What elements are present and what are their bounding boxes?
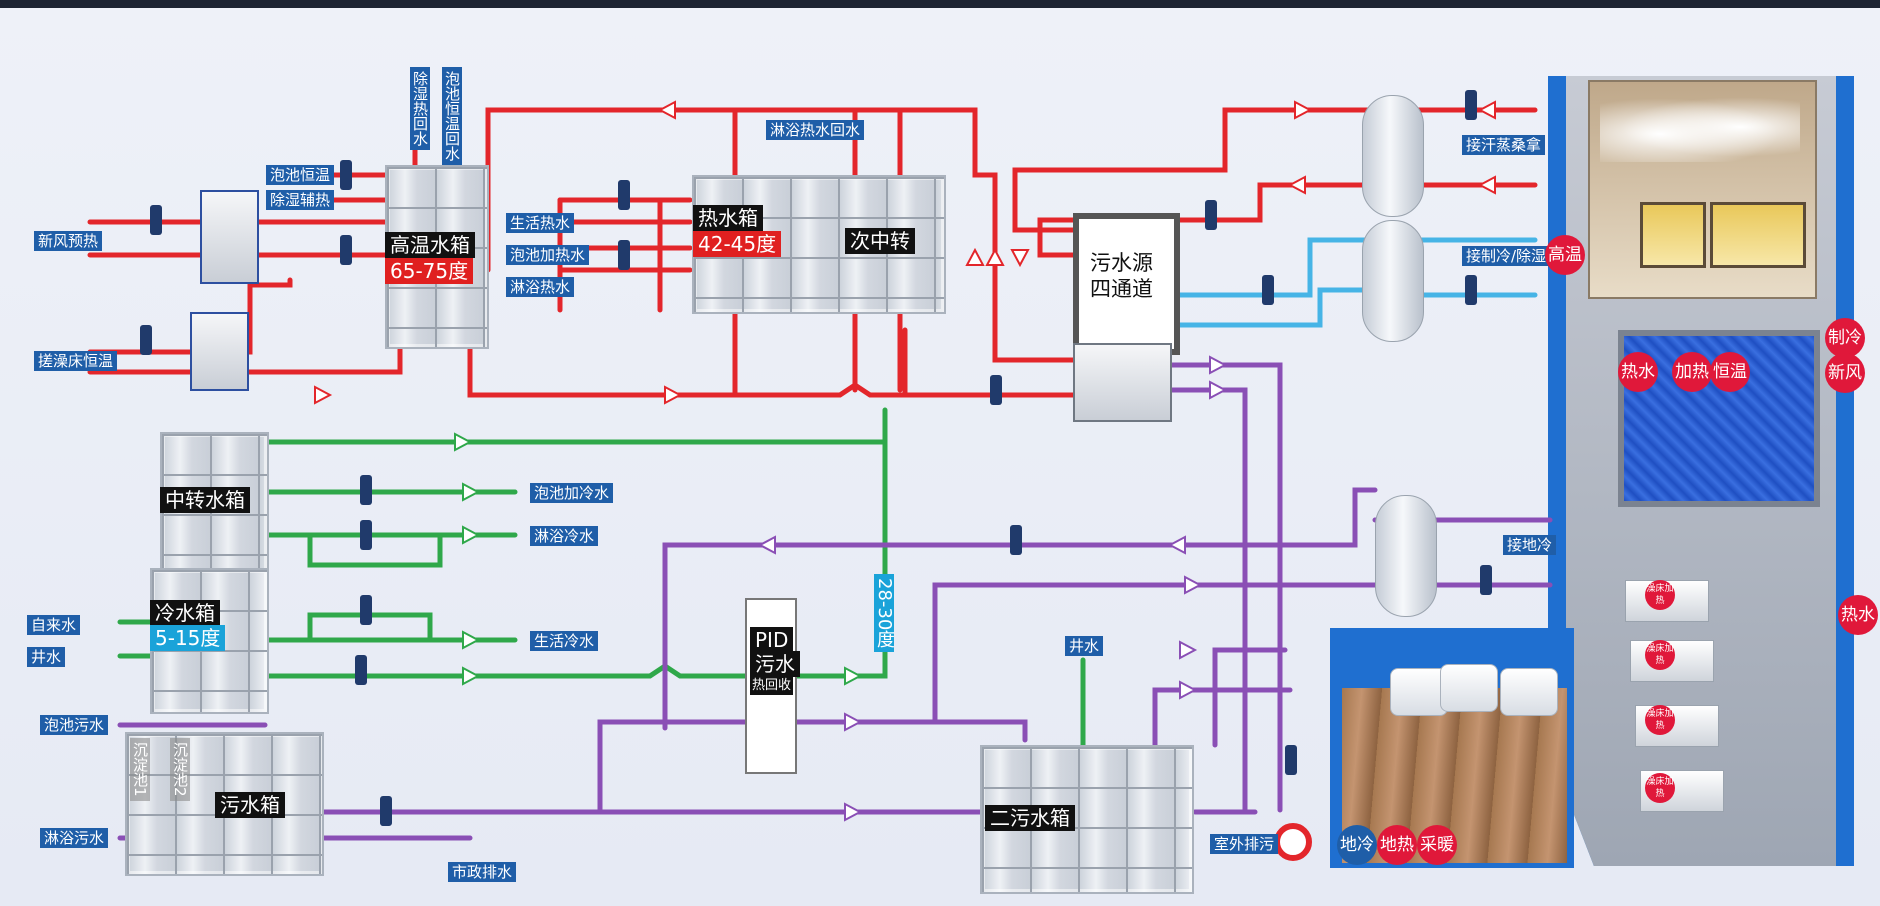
label-floor-cool: 接地冷 [1503,535,1557,555]
label-shower-sewage: 淋浴污水 [40,828,109,848]
label-bed-const: 搓澡床恒温 [34,351,118,371]
pump-icon [340,160,352,190]
sofa-icon [1440,664,1498,712]
label-well-water-2: 井水 [1065,636,1104,656]
sewage-tank-name: 污水箱 [215,792,285,818]
badge-bed-heat: 澡床加热 [1645,580,1675,610]
sauna-window [1710,202,1806,268]
pump-icon [1465,90,1477,120]
pump-icon [1480,565,1492,595]
label-pool-add-cold: 泡池加冷水 [530,483,614,503]
label-pool-add-hot: 泡池加热水 [506,245,590,265]
label-pool-const: 泡池恒温 [266,165,335,185]
high-temp-tank-name: 高温水箱 [385,232,475,258]
label-municipal-drain: 市政排水 [448,862,517,882]
label-outdoor-drain: 室外排污 [1210,834,1279,854]
plate-exchanger [200,190,259,284]
pump-icon [380,796,392,826]
badge-bed-heat: 澡床加热 [1645,705,1675,735]
badge-bed-heat: 澡床加热 [1645,773,1675,803]
pump-icon [618,240,630,270]
badge-bed-heat: 澡床加热 [1645,640,1675,670]
pump-icon [360,475,372,505]
sofa-icon [1500,668,1558,716]
label-sauna: 接汗蒸桑拿 [1462,135,1546,155]
heat-pump-line2: 四通道 [1085,276,1158,302]
pump-icon [360,595,372,625]
label-temp-28-30: 28-30度 [874,574,895,653]
waste-pipes [117,362,1553,841]
badge-const-temp: 恒温 [1710,352,1750,392]
sauna-room [1588,80,1817,299]
pump-icon [355,655,367,685]
plate-exchanger [190,312,249,391]
heat-pump-line1: 污水源 [1085,250,1158,276]
pressure-vessel [1375,495,1437,617]
drain-ring [1274,823,1312,861]
label-dehumid-aux: 除湿辅热 [266,190,335,210]
label-life-hot: 生活热水 [506,213,575,233]
pressure-vessel [1362,220,1424,342]
badge-high-temp: 高温 [1545,235,1585,275]
transfer2-tank-name: 次中转 [845,228,915,254]
label-pool-sewage: 泡池污水 [40,715,109,735]
sewage2-tank-name: 二污水箱 [985,805,1075,831]
label-cool-dehumid: 接制冷/除湿 [1462,246,1551,266]
pump-icon [1465,275,1477,305]
label-tap-water: 自来水 [27,615,81,635]
mid-transfer-tank-name: 中转水箱 [160,487,250,513]
label-shower-hot: 淋浴热水 [506,277,575,297]
steam-icon [1600,92,1800,162]
label-dehumid-return: 除湿热回水 [410,67,430,150]
label-shower-cold: 淋浴冷水 [530,526,599,546]
heat-pump-unit [1073,343,1172,422]
pump-icon [1285,745,1297,775]
pump-icon [1262,275,1274,305]
badge-hot-water: 热水 [1618,352,1658,392]
sofa-icon [1390,668,1448,716]
sauna-door [1640,202,1706,268]
label-well-water: 井水 [27,647,66,667]
hot-water-tank-name: 热水箱 [693,205,763,231]
label-shower-hot-return: 淋浴热水回水 [766,120,865,140]
cold-water-tank-temp: 5-15度 [150,625,226,651]
badge-heating: 采暖 [1417,825,1457,865]
pump-icon [340,235,352,265]
label-life-cold: 生活冷水 [530,631,599,651]
pump-icon [618,180,630,210]
badge-floor-heat: 地热 [1377,825,1417,865]
settle-pool-1: 沉淀池1 [130,738,150,801]
high-temp-tank-temp: 65-75度 [385,258,474,284]
pump-icon [140,325,152,355]
badge-cooling: 制冷 [1825,318,1865,358]
pump-icon [1205,200,1217,230]
label-fresh-preheat: 新风预热 [34,231,103,251]
pump-icon [150,205,162,235]
pid-line3: 热回收 [750,677,794,695]
pump-icon [360,520,372,550]
pump-icon [990,375,1002,405]
pressure-vessel [1362,95,1424,217]
badge-fresh-air: 新风 [1825,353,1865,393]
badge-add-heat: 加热 [1672,352,1712,392]
badge-heat-right: 热水 [1838,595,1878,635]
label-pool-const-return: 泡池恒温回水 [442,67,462,165]
pump-icon [1010,525,1022,555]
pid-line1: PID [750,627,794,653]
hot-water-tank-temp: 42-45度 [693,231,782,257]
cold-water-tank-name: 冷水箱 [150,600,220,626]
pid-line2: 污水 [750,651,800,677]
settle-pool-2: 沉淀池2 [170,738,190,801]
top-bar [0,0,1880,8]
badge-floor-cool: 地冷 [1337,825,1377,865]
